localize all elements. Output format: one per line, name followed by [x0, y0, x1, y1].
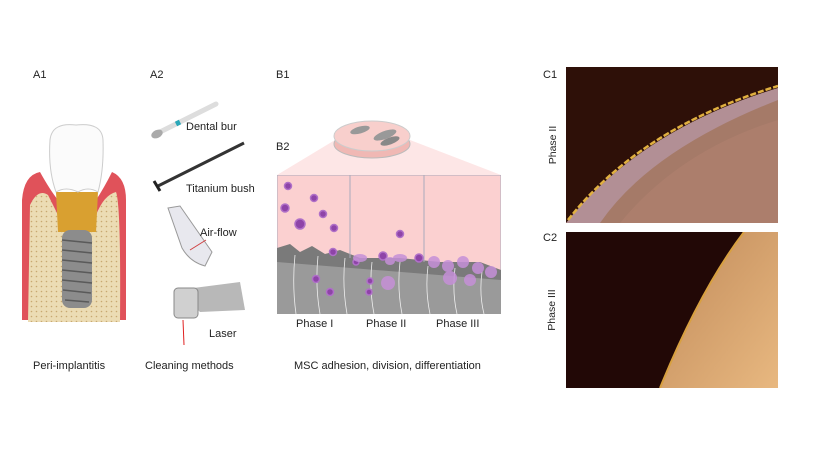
side-label-c1: Phase II — [547, 125, 559, 165]
micrograph-phase-iii — [566, 232, 778, 388]
caption-msc: MSC adhesion, division, differentiation — [294, 360, 481, 372]
phase-label-ii: Phase II — [366, 318, 407, 330]
air-flow-handpiece-icon — [167, 205, 213, 267]
panel-label-a2: A2 — [150, 69, 164, 81]
laser-handpiece-icon — [173, 282, 245, 346]
micrograph-phase-ii — [566, 67, 778, 223]
panel-label-a1: A1 — [33, 69, 47, 81]
phase-label-iii: Phase III — [436, 318, 480, 330]
petri-dish-icon — [277, 120, 501, 175]
panel-label-b2: B2 — [276, 141, 290, 153]
caption-cleaning-methods: Cleaning methods — [145, 360, 234, 372]
panel-label-c2: C2 — [543, 232, 558, 244]
side-label-c2: Phase III — [546, 289, 558, 331]
phase-label-i: Phase I — [296, 318, 334, 330]
cell-adhesion-diagram — [277, 175, 501, 314]
tool-label-air-flow: Air-flow — [200, 227, 237, 239]
tool-label-laser: Laser — [209, 328, 237, 340]
tool-label-titanium-brush: Titanium bush — [186, 183, 255, 195]
tool-label-dental-bur: Dental bur — [186, 121, 237, 133]
dental-bur-icon — [151, 101, 219, 139]
panel-label-c1: C1 — [543, 69, 558, 81]
peri-implantitis-illustration — [22, 124, 126, 322]
panel-label-b1: B1 — [276, 69, 290, 81]
titanium-brush-icon — [152, 141, 245, 192]
caption-peri-implantitis: Peri-implantitis — [33, 360, 106, 372]
